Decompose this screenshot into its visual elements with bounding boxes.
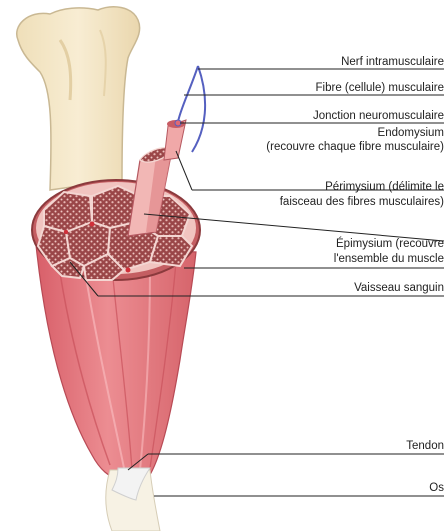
label-endomysium: Endomysium [378, 127, 444, 140]
cross-section [32, 180, 200, 280]
label-nerf-intramusculaire: Nerf intramusculaire [341, 56, 444, 69]
blood-vessel-dot [126, 268, 131, 273]
label-epimysium-desc: l'ensemble du muscle [334, 253, 444, 266]
label-perimysium-desc: faisceau des fibres musculaires) [280, 196, 444, 209]
label-endomysium-desc: (recouvre chaque fibre musculaire) [266, 141, 444, 154]
leader-endomysium-diag [176, 151, 192, 190]
bone [17, 7, 140, 190]
nerve [178, 66, 198, 122]
label-epimysium: Épimysium (recouvre [336, 238, 444, 251]
label-tendon: Tendon [406, 440, 444, 453]
blood-vessel-dot [90, 222, 95, 227]
label-jonction-neuromusculaire: Jonction neuromusculaire [313, 110, 444, 123]
label-os: Os [429, 482, 444, 495]
tendon [106, 468, 160, 531]
label-vaisseau-sanguin: Vaisseau sanguin [354, 282, 444, 295]
label-fibre-musculaire: Fibre (cellule) musculaire [316, 82, 444, 95]
blood-vessel-dot [64, 230, 68, 234]
label-perimysium: Périmysium (délimite le [325, 181, 444, 194]
